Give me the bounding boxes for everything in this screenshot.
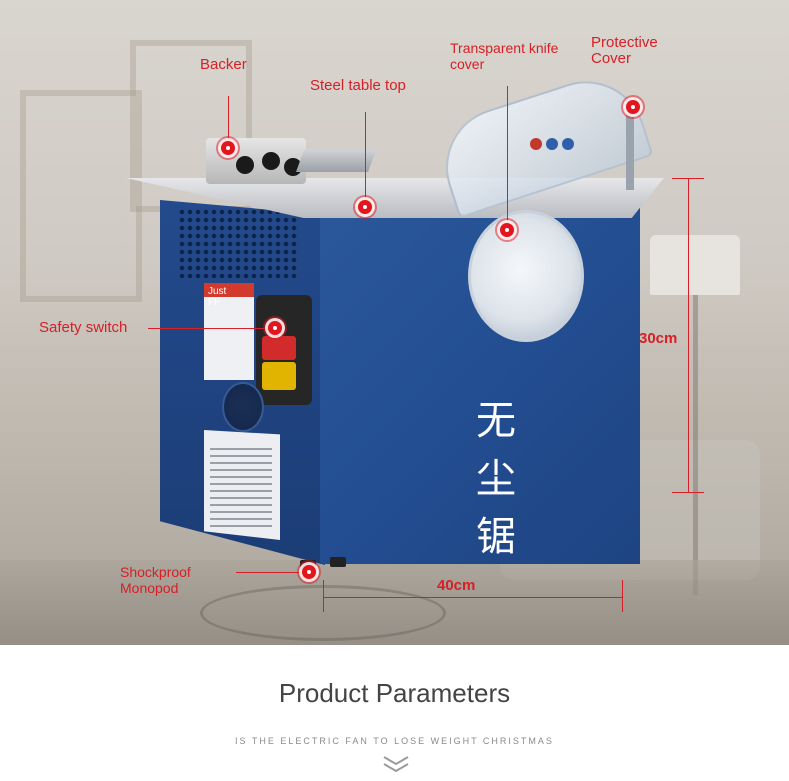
callout-shockproof-monopod: Shockproof Monopod (120, 564, 191, 596)
hotspot-knife-cover (500, 223, 514, 237)
callout-protective-cover: Protective Cover (591, 34, 658, 67)
product-name-label: 无尘锯 (476, 398, 520, 560)
spec-sticker-header (204, 283, 254, 297)
backer-knob (236, 156, 254, 174)
width-tick-right (622, 580, 623, 612)
width-dimension: 40cm (437, 577, 476, 594)
background-shelf (20, 90, 142, 302)
saw-vents (178, 208, 298, 278)
spec-sticker (204, 290, 254, 380)
saw-foot (330, 557, 346, 567)
hotspot-steel-table-top (358, 200, 372, 214)
backer-knob (262, 152, 280, 170)
background-lamp (650, 235, 740, 295)
callout-line (507, 86, 508, 226)
background-lamp-pole (693, 295, 698, 595)
height-tick-bottom (672, 492, 704, 493)
height-line (688, 178, 689, 492)
width-tick-left (323, 580, 324, 612)
width-line (323, 597, 623, 598)
instruction-text-lines (210, 448, 272, 528)
height-adjust-dial (222, 382, 264, 432)
callout-line (148, 328, 270, 329)
cover-warning-icons (530, 138, 574, 150)
callout-backer: Backer (200, 56, 247, 73)
hotspot-backer (221, 141, 235, 155)
blade-window (468, 210, 584, 342)
height-dimension: 30cm (639, 330, 678, 347)
hotspot-safety-switch (268, 321, 282, 335)
callout-line (236, 572, 304, 573)
chevron-down-icon (383, 756, 409, 773)
hotspot-protective-cover (626, 100, 640, 114)
switch-off-button (262, 336, 296, 360)
switch-on-button (262, 362, 296, 390)
product-hero: Just FF 无尘锯 Backer Steel table top Trans… (0, 0, 789, 645)
fence-rail (295, 150, 377, 172)
protective-cover-arm (626, 110, 634, 190)
callout-safety-switch: Safety switch (39, 319, 128, 336)
hotspot-monopod (302, 565, 316, 579)
callout-line (365, 112, 366, 202)
callout-line (228, 96, 229, 146)
callout-transparent-knife-cover: Transparent knife cover (450, 40, 559, 72)
section-title: Product Parameters (278, 678, 511, 708)
callout-steel-table-top: Steel table top (310, 77, 406, 94)
section-subtitle: IS THE ELECTRIC FAN TO LOSE WEIGHT CHRIS… (235, 736, 554, 746)
sticker-text: Just FF (208, 286, 227, 308)
